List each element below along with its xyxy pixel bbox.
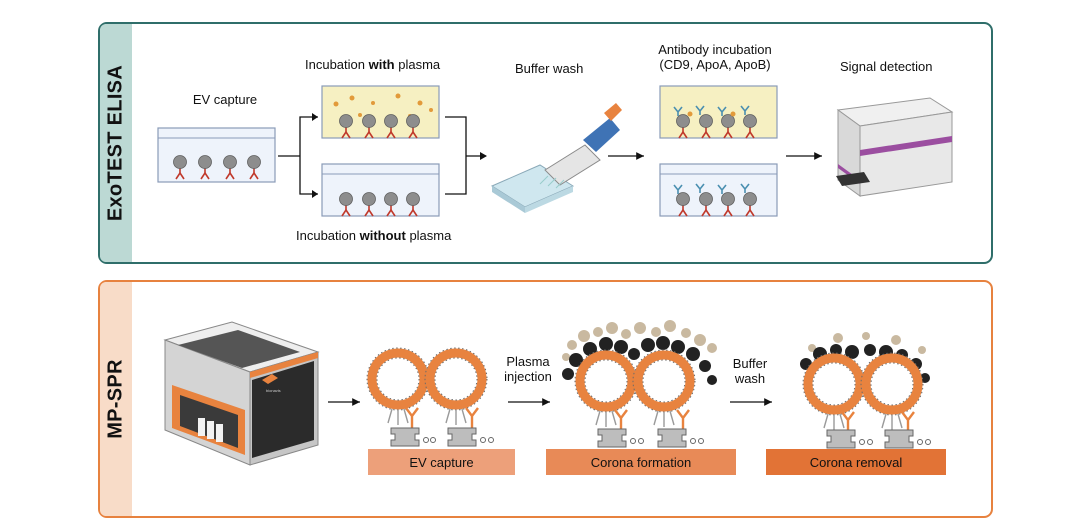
label-ev-capture: EV capture xyxy=(192,92,258,107)
mpspr-sidebar: MP-SPR xyxy=(100,282,132,516)
stage-corona-formation-illustration xyxy=(562,320,717,448)
well-ev-capture xyxy=(157,127,276,183)
label-signal-detection: Signal detection xyxy=(840,59,933,74)
label-antibody-incubation: Antibody incubation(CD9, ApoA, ApoB) xyxy=(658,42,772,72)
branch-arrowheads xyxy=(312,113,318,198)
well-antibody-with-plasma xyxy=(659,85,778,139)
stage-bar-corona-removal: Corona removal xyxy=(766,449,946,475)
stage-ev-capture-illustration xyxy=(367,348,494,447)
plate-reader-icon xyxy=(836,97,954,197)
stage-bar-corona-formation: Corona formation xyxy=(546,449,736,475)
stage-corona-removal-illustration xyxy=(800,332,931,449)
label-incubation-without: Incubation without plasma xyxy=(296,228,452,243)
well-with-plasma xyxy=(321,85,440,139)
well-antibody-without-plasma xyxy=(659,163,778,217)
label-buffer-wash: Buffer wash xyxy=(515,61,584,76)
instrument-brand: bionavis xyxy=(266,388,281,393)
well-without-plasma xyxy=(321,163,440,217)
plate-pipette-icon xyxy=(490,103,622,213)
label-incubation-with: Incubation with plasma xyxy=(305,57,441,72)
merge-arrows xyxy=(445,116,486,195)
stage-bar-ev-capture: EV capture xyxy=(368,449,515,475)
merge-arrowhead xyxy=(480,152,487,160)
elisa-sidebar: ExoTEST ELISA xyxy=(100,24,132,262)
mpspr-instrument-icon: bionavis xyxy=(163,321,320,466)
branch-arrows xyxy=(278,116,318,195)
